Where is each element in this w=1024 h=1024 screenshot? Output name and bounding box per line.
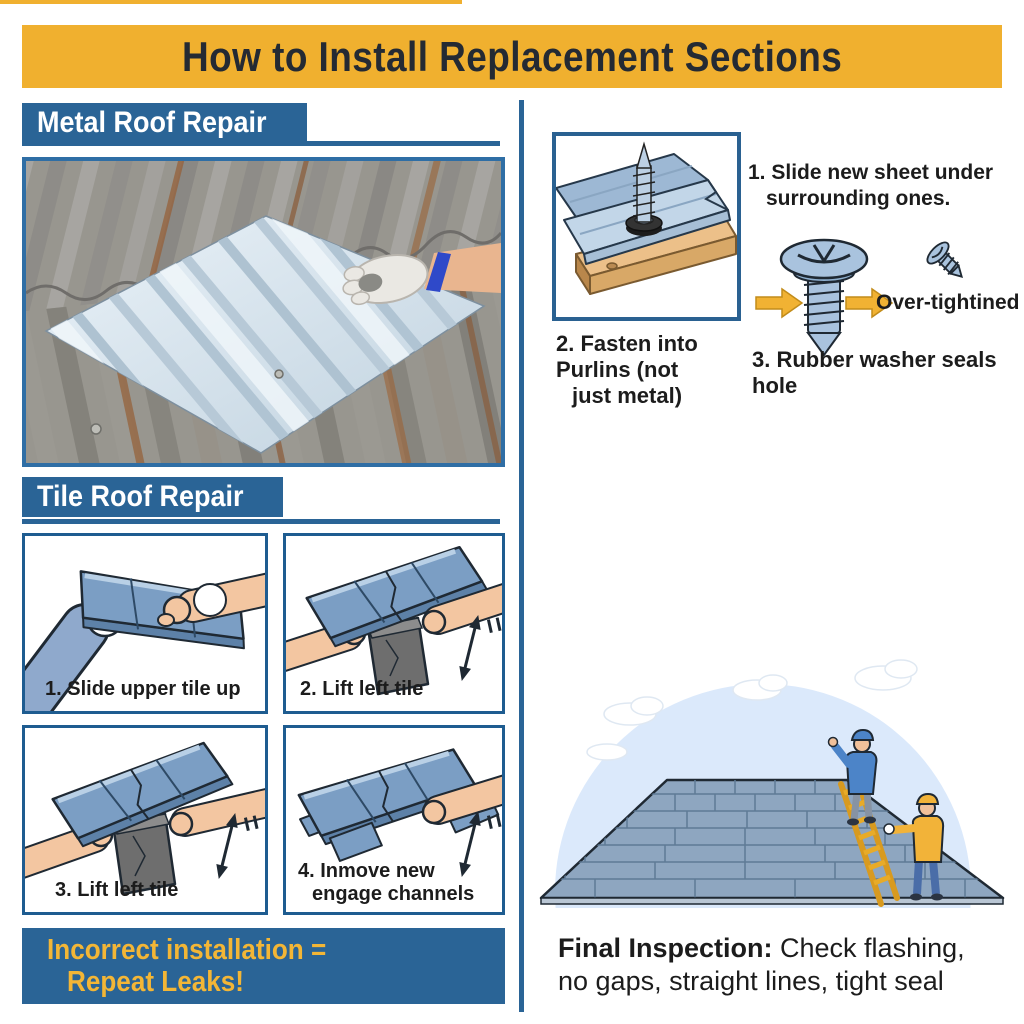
motion-arrow-icon — [216, 813, 259, 879]
column-divider — [519, 100, 524, 1012]
tile-crack — [129, 768, 150, 820]
final-inspection-line2: no gaps, straight lines, tight seal — [558, 966, 944, 996]
top-accent-strip — [0, 0, 462, 4]
purlin-screw-diagram — [555, 141, 737, 295]
title-banner: How to Install Replacement Sections — [22, 25, 1002, 88]
tile-step1-illustration — [0, 570, 292, 746]
clouds — [586, 659, 918, 761]
worker-blue — [827, 728, 878, 826]
warning-line1: Incorrect installation = — [47, 934, 327, 966]
final-inspection-line1: Final Inspection: Check flashing, — [558, 932, 1008, 965]
yellow-hard-hat — [915, 792, 940, 805]
screw-comparison-figure — [742, 233, 1020, 368]
warning-box: Incorrect installation = Repeat Leaks! — [22, 928, 505, 1004]
shirt-cuff — [193, 583, 227, 617]
tile-step-panel-1: 1. Slide upper tile up — [0, 533, 292, 746]
final-inspection-text: Final Inspection: Check flashing, no gap… — [558, 932, 1008, 998]
metal-repair-photo — [22, 157, 505, 467]
roof-screw-dot — [90, 423, 102, 435]
tile-step4-caption-line2: engage channels — [312, 883, 475, 905]
roof-tile — [51, 741, 234, 848]
hand — [421, 609, 447, 635]
tile-step1-caption: 1. Slide upper tile up — [45, 678, 241, 700]
final-inspection-rest: Check flashing, — [772, 933, 965, 963]
metal-section-title: Metal Roof Repair — [37, 106, 267, 139]
page-title: How to Install Replacement Sections — [181, 32, 843, 80]
tile-crack — [377, 770, 394, 822]
hand — [421, 799, 447, 825]
correct-screw — [779, 238, 869, 357]
fastening-diagram-box — [552, 132, 741, 321]
tile-step4-caption-line1: 4. Inmove new — [298, 860, 435, 882]
tile-step-panel-3: 3. Lift left tile — [0, 725, 295, 915]
metal-step2-line1: 2. Fasten into — [556, 331, 698, 356]
metal-step2-text: 2. Fasten into Purlins (not just metal) — [556, 331, 698, 409]
tile-step2-illustration — [256, 545, 526, 696]
metal-header-underline — [22, 141, 500, 146]
screw-with-washer — [625, 141, 663, 236]
tile-crack — [384, 570, 403, 622]
motion-arrow-icon — [459, 811, 502, 877]
motion-arrow-icon — [459, 615, 502, 681]
metal-step2-line2: Purlins (not — [556, 357, 679, 382]
arrow-right-icon — [755, 287, 804, 319]
blue-hard-hat — [850, 728, 875, 741]
tile-step4-caption: 4. Inmove new engage channels — [298, 860, 474, 906]
roof-screw-dot — [274, 369, 284, 379]
metal-step1-line1: 1. Slide new sheet under — [748, 161, 994, 184]
inspection-illustration — [539, 659, 1005, 1024]
worker-yellow — [883, 792, 945, 901]
gloved-hand — [342, 243, 501, 306]
overtightened-screw — [926, 241, 964, 279]
tile-header-underline — [22, 519, 500, 524]
roof-tile — [79, 570, 245, 650]
warning-line2: Repeat Leaks! — [67, 966, 244, 998]
tile-step3-caption: 3. Lift left tile — [55, 879, 179, 901]
tile-section-header: Tile Roof Repair — [22, 477, 283, 517]
metal-photo-illustration — [26, 161, 501, 463]
tile-step-panel-4: 4. Inmove new engage channels — [283, 725, 531, 915]
inspection-scene — [535, 652, 1017, 1024]
arrow-right-icon — [845, 287, 894, 319]
metal-step1-text: 1. Slide new sheet under surrounding one… — [748, 160, 993, 212]
roof-fascia — [540, 897, 1004, 905]
roof-tile — [305, 545, 488, 648]
metal-step1-line2: surrounding ones. — [766, 187, 951, 210]
tile-section-title: Tile Roof Repair — [37, 480, 244, 513]
tile-step3-illustration — [0, 741, 295, 896]
tile-step2-caption: 2. Lift left tile — [300, 678, 424, 700]
metal-section-header: Metal Roof Repair — [22, 103, 307, 143]
metal-step2-line3: just metal) — [572, 383, 683, 408]
screw-comparison-illustration — [755, 238, 964, 357]
overtightened-label: Over-tightined — [876, 291, 1020, 314]
final-inspection-title: Final Inspection: — [558, 933, 773, 963]
metal-step3-text: 3. Rubber washer seals hole — [752, 347, 997, 398]
hand — [168, 811, 194, 837]
tile-step-panel-2: 2. Lift left tile — [256, 533, 526, 714]
